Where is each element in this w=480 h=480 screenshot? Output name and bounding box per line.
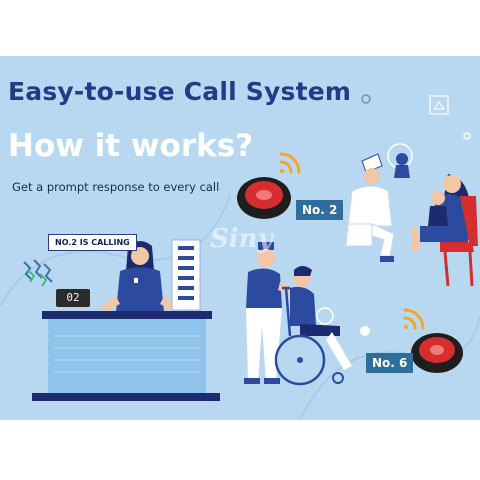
watermark-logo: Siny	[210, 224, 273, 254]
caller-tag-no-6: No. 6	[366, 353, 414, 373]
reception-counter	[32, 311, 220, 401]
decorative-circle	[463, 132, 471, 140]
nurse-figure	[244, 242, 300, 384]
watch-pager-icon	[27, 269, 48, 287]
calling-notice: NO.2 IS CALLING	[48, 234, 137, 251]
tagline: Get a prompt response to every call	[12, 180, 220, 194]
wheelchair-patient-figure	[274, 266, 352, 386]
toy-figure	[394, 153, 410, 178]
decorative-circle	[360, 326, 370, 336]
scene-illustration	[0, 94, 480, 420]
receptionist-figure	[100, 241, 180, 312]
page-subheading: How it works?	[8, 128, 254, 164]
receipt-list-icon	[171, 239, 201, 311]
doctor-figure	[345, 153, 395, 262]
mother-and-child-figure	[412, 174, 478, 287]
call-button-icon	[237, 177, 291, 219]
call-button-icon	[411, 333, 463, 373]
wifi-signal-icon	[279, 152, 301, 174]
wifi-signal-icon	[403, 308, 425, 330]
decorative-circle	[316, 307, 334, 325]
decorative-square-icon	[433, 101, 445, 110]
page-heading: Easy-to-use Call System	[8, 77, 352, 106]
caller-tag-no-2: No. 2	[296, 200, 344, 220]
decorative-circle	[361, 94, 371, 104]
call-system-banner: Easy-to-use Call System How it works? Ge…	[0, 56, 480, 420]
decorative-square-icon	[429, 95, 449, 115]
number-display: 02	[56, 289, 90, 307]
